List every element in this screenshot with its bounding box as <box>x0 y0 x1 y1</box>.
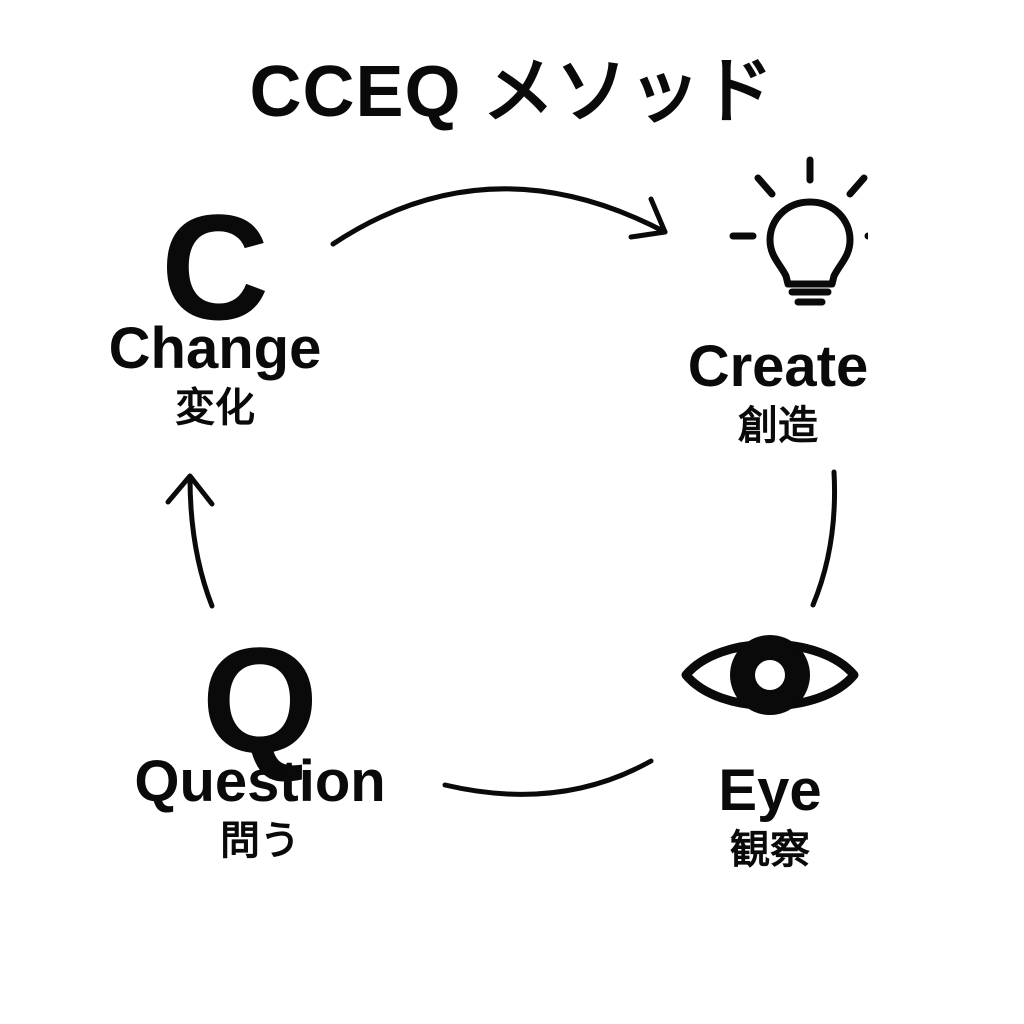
change-jp-label: 変化 <box>175 385 255 431</box>
eye-icon <box>681 635 859 715</box>
question-letter: Q <box>201 616 319 784</box>
arrowhead-question-to-change <box>165 473 215 507</box>
node-create: Create 創造 <box>648 150 908 446</box>
eye-label: Eye <box>718 758 822 823</box>
lightbulb-icon <box>729 156 868 306</box>
create-label: Create <box>687 334 869 399</box>
arrow-eye-to-question <box>442 758 654 797</box>
arrow-question-to-change <box>187 475 215 609</box>
question-label: Question <box>134 749 386 814</box>
change-letter: C <box>160 183 270 351</box>
arrow-create-to-eye <box>810 469 838 608</box>
eye-jp-label: 観察 <box>730 827 810 873</box>
node-question: Q Question 問う <box>85 625 435 861</box>
node-eye: Eye 観察 <box>660 630 880 870</box>
question-jp-label: 問う <box>220 818 300 864</box>
create-jp-label: 創造 <box>738 403 818 449</box>
arrow-change-to-create <box>330 186 668 247</box>
diagram-title: CCEQ メソッド <box>249 52 775 132</box>
node-change: C Change 変化 <box>70 192 360 428</box>
change-label: Change <box>108 316 322 381</box>
